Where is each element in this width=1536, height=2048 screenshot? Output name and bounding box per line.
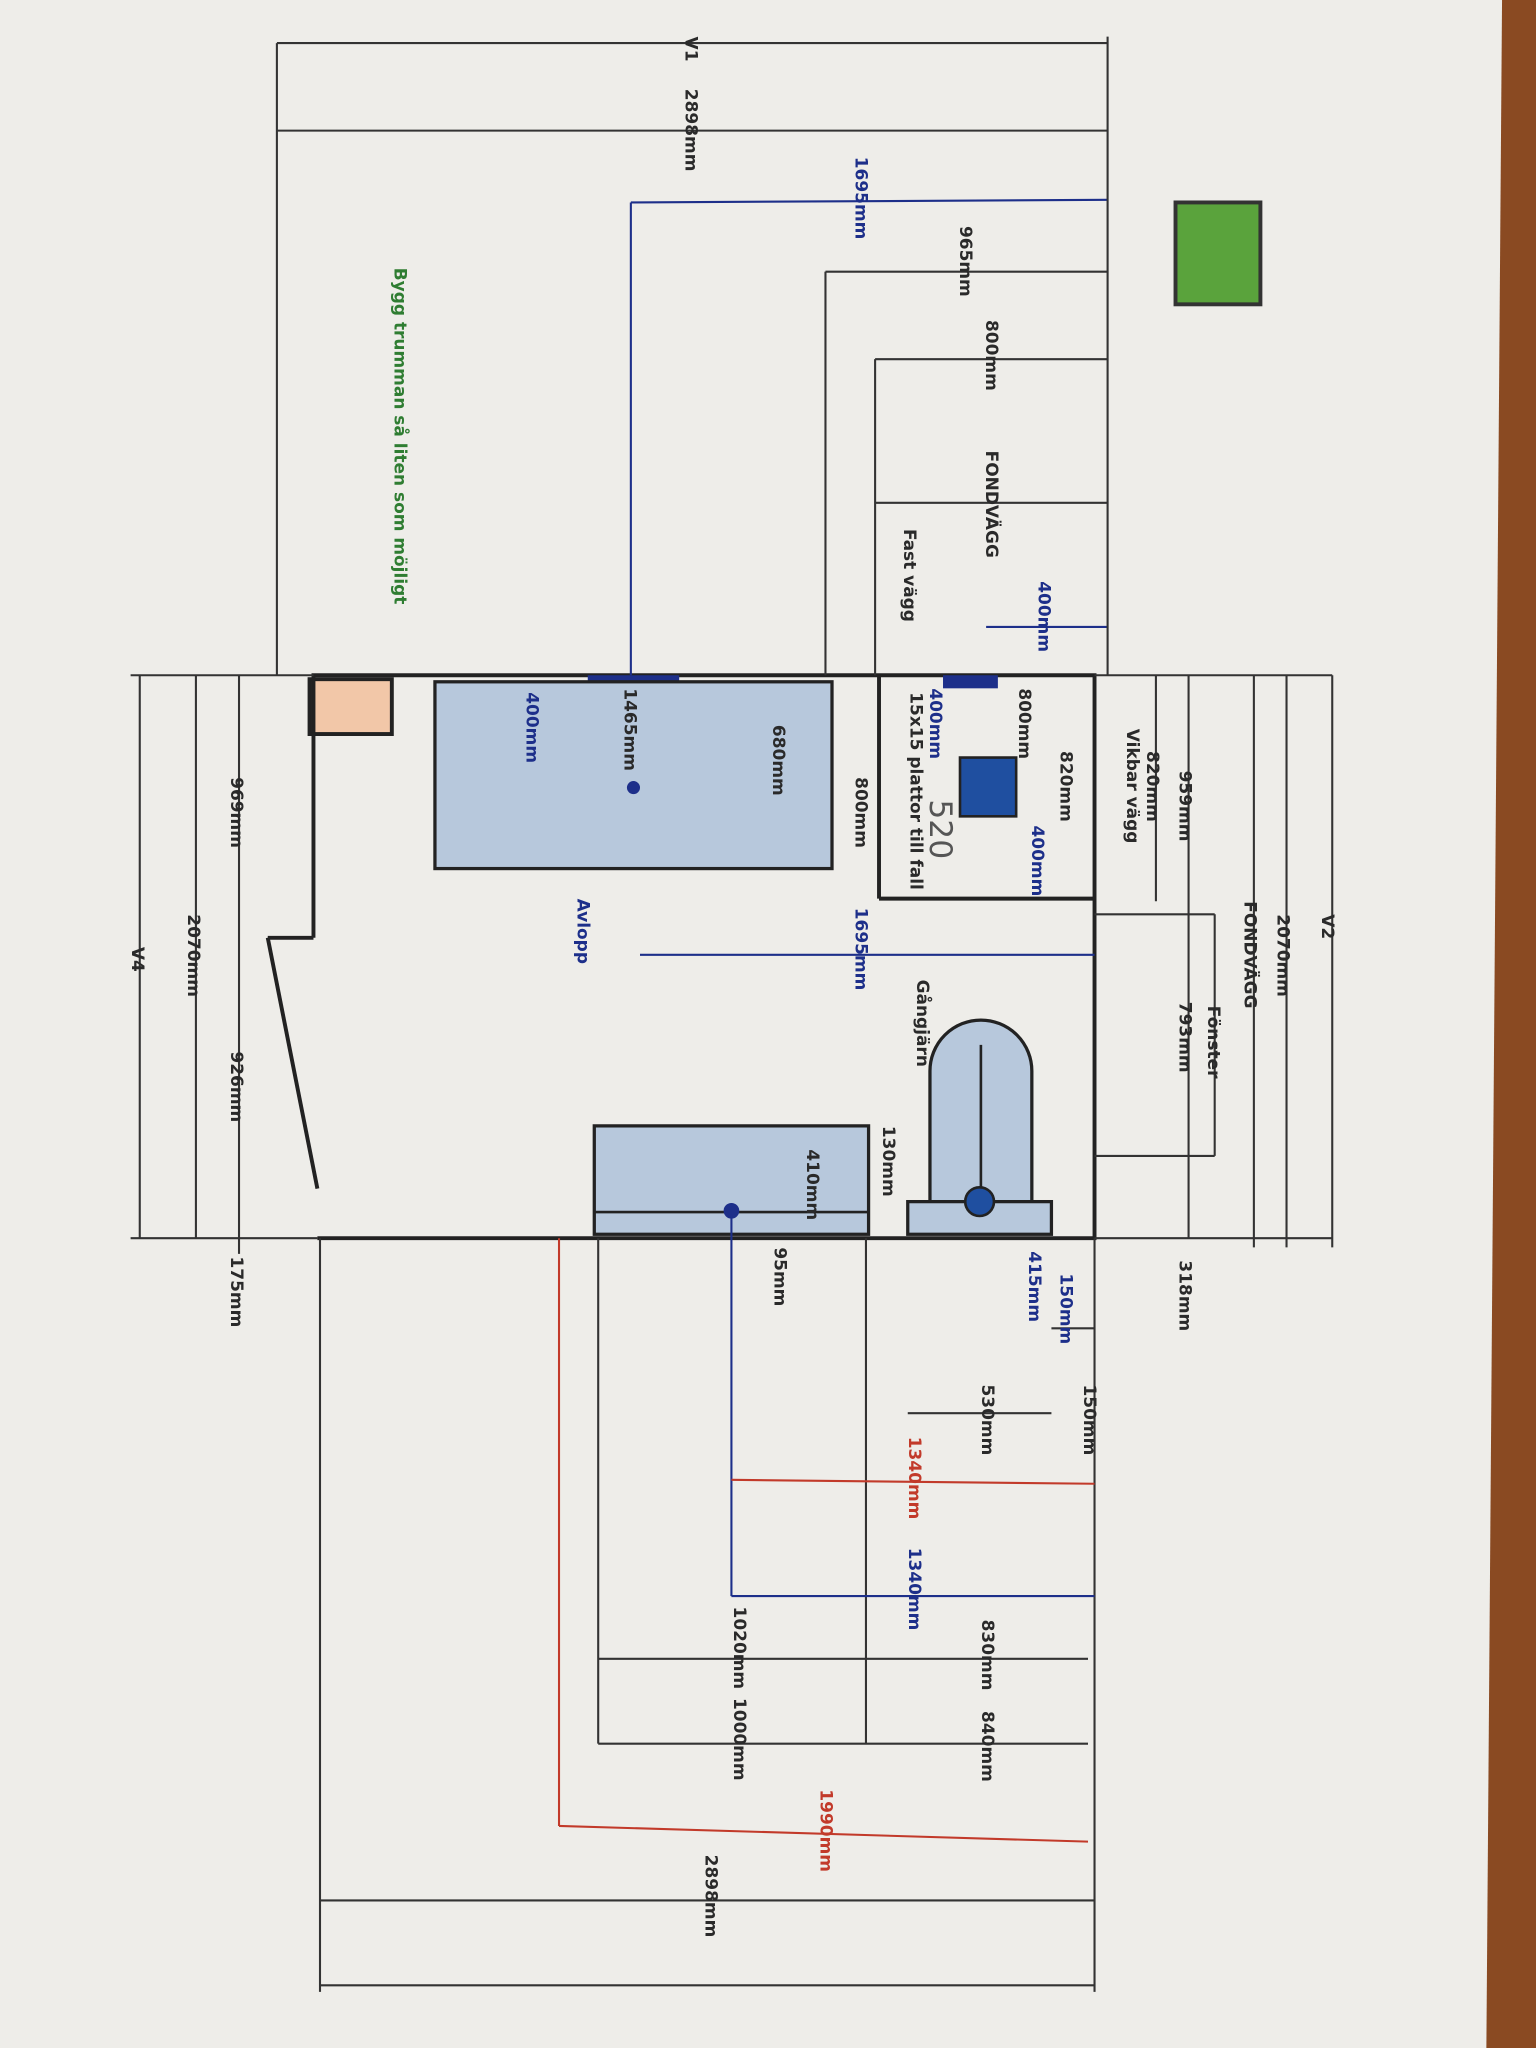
- dim-793: 793mm: [1174, 1002, 1194, 1073]
- dim-top-800: 800mm: [981, 320, 1001, 391]
- dim-830: 830mm: [977, 1620, 997, 1691]
- bottom-dimension-lines: [318, 1214, 1096, 1992]
- label-fonster: Fönster: [1203, 1006, 1223, 1079]
- top-dimension-lines: [275, 36, 1109, 676]
- tub-drain: [626, 781, 640, 795]
- dim-right-2070: 2070mm: [1272, 914, 1292, 997]
- note-bygg-trumman: Bygg trumman så liten som möjligt: [389, 268, 411, 605]
- sink-drain: [723, 1202, 740, 1219]
- dim-530: 530mm: [977, 1384, 997, 1455]
- label-tiles: 15x15 plattor till fall: [905, 692, 925, 890]
- dim-inner-820: 820mm: [1056, 751, 1076, 822]
- paper-sheet: [0, 0, 1503, 2048]
- toilet: [906, 1018, 1054, 1236]
- dim-top-total: 2898mm: [681, 89, 701, 172]
- label-fast-vagg: Fast vägg: [899, 529, 919, 622]
- dim-red-1990: 1990mm: [815, 1789, 835, 1872]
- dim-1465: 1465mm: [619, 688, 639, 771]
- dim-130: 130mm: [878, 1126, 898, 1197]
- dim-v2: V2: [1317, 914, 1337, 939]
- dim-v1: V1: [681, 37, 701, 62]
- dim-top-1695: 1695mm: [851, 157, 871, 240]
- dim-right-820: 820mm: [1142, 751, 1162, 822]
- label-avlopp: Avlopp: [572, 899, 592, 964]
- dim-175: 175mm: [226, 1256, 246, 1327]
- dim-410: 410mm: [802, 1149, 822, 1220]
- dim-red-1340: 1340mm: [904, 1437, 924, 1520]
- dim-680: 680mm: [768, 725, 788, 796]
- dim-v4: V4: [127, 947, 147, 972]
- dim-left-2070: 2070mm: [183, 914, 203, 997]
- dim-inner-400-b: 400mm: [1027, 825, 1047, 896]
- dim-926: 926mm: [226, 1051, 246, 1122]
- dim-inner-1695: 1695mm: [851, 908, 871, 991]
- green-marker: [1173, 200, 1263, 307]
- dim-318: 318mm: [1174, 1260, 1194, 1331]
- label-fondvagg-right: FONDVÄGG: [1240, 901, 1262, 1008]
- shower-drain: [958, 756, 1018, 818]
- dim-150-b: 150mm: [1079, 1384, 1099, 1455]
- dim-inner-800: 800mm: [1014, 688, 1034, 759]
- right-dimension-lines: [1094, 674, 1334, 1248]
- dim-bottom-total: 2898mm: [700, 1855, 720, 1938]
- label-gangjarn: Gångjärn: [912, 980, 934, 1067]
- dim-969: 969mm: [226, 777, 246, 848]
- dim-inner-400-c: 400mm: [521, 692, 541, 763]
- left-dimension-lines: [130, 674, 318, 1254]
- handwritten-520: 520: [922, 799, 958, 859]
- label-vikbar-vagg: Vikbar vägg: [1122, 729, 1142, 844]
- dim-150-a: 150mm: [1056, 1273, 1076, 1344]
- bathtub: [433, 680, 834, 871]
- dim-840: 840mm: [977, 1711, 997, 1782]
- dim-top-400: 400mm: [1033, 581, 1053, 652]
- dim-blue-1340: 1340mm: [904, 1548, 924, 1631]
- dim-415: 415mm: [1024, 1251, 1044, 1322]
- label-fondvagg-top: FONDVÄGG: [981, 451, 1003, 558]
- dim-1000: 1000mm: [729, 1698, 749, 1781]
- dim-95: 95mm: [770, 1247, 790, 1306]
- dim-1020: 1020mm: [729, 1607, 749, 1690]
- dim-inner-800-b: 800mm: [851, 777, 871, 848]
- dim-959: 959mm: [1174, 771, 1194, 842]
- dim-top-965: 965mm: [955, 226, 975, 297]
- trumma-box: [307, 677, 394, 736]
- dim-inner-400-a: 400mm: [925, 688, 945, 759]
